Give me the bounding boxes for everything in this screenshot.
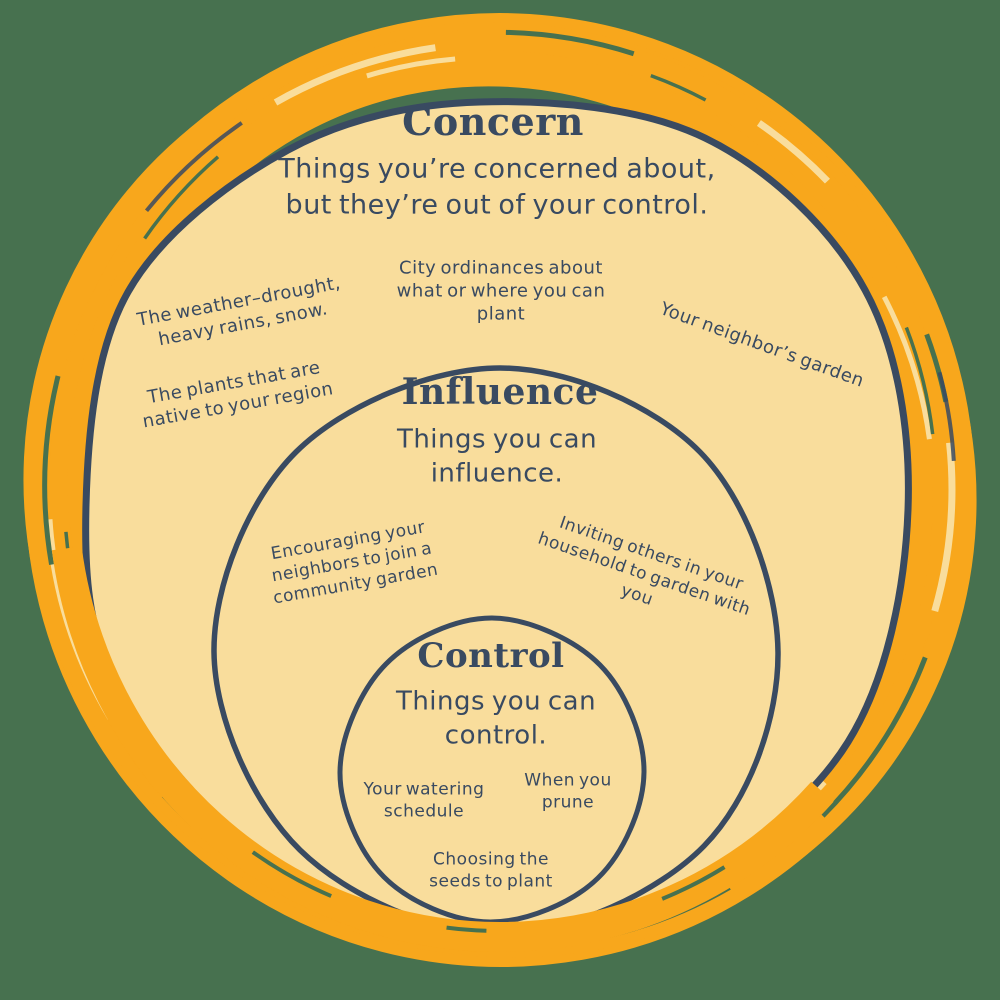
- control-title: Control: [417, 636, 565, 676]
- control-subtitle: Things you can control.: [395, 686, 597, 751]
- influence-item-community-garden: Encouraging your neighbors to join a com…: [269, 517, 440, 608]
- brush-ring-overlap: [48, 28, 952, 952]
- brush-highlight-streak: [44, 39, 956, 941]
- influence-item-inviting-household: Inviting others in your household to gar…: [535, 512, 754, 620]
- control-item-when-you-prune: When you prune: [524, 770, 612, 812]
- concern-item-neighbors-garden: Your neighbor’s garden: [657, 298, 867, 392]
- concern-item-weather: The weather–drought, heavy rains, snow.: [135, 272, 343, 351]
- concern-item-city-ordinances: City ordinances about what or where you …: [396, 257, 606, 325]
- concern-title: Concern: [402, 99, 584, 144]
- influence-title: Influence: [401, 371, 599, 413]
- influence-subtitle: Things you can influence.: [396, 424, 598, 489]
- concern-item-native-plants: The plants that are native to your regio…: [140, 357, 336, 433]
- concern-subtitle: Things you’re concerned about, but they’…: [278, 153, 716, 220]
- control-item-watering-schedule: Your watering schedule: [363, 779, 485, 821]
- control-item-choosing-seeds: Choosing the seeds to plant: [429, 849, 553, 891]
